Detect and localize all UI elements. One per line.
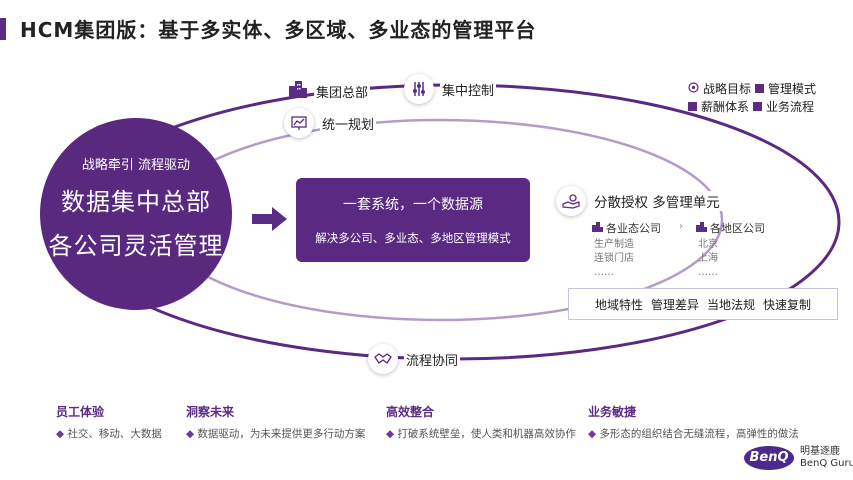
core-line2: 各公司灵活管理 [48,232,224,260]
feature-item: 快速复制 [763,297,812,312]
node-decentral-label: 分散授权 多管理单元 [592,191,722,211]
bottom-item-4: 业务敏捷 ◆ 多形态的组织结合无缝流程，高弹性的做法 [588,403,799,441]
node-decentral: 分散授权 多管理单元 [556,186,722,216]
legend-mgmt-mode: 管理模式 [768,82,817,96]
node-control: 集中控制 [404,74,497,104]
title-accent-bar [0,18,6,40]
biz-list: 生产制造 连锁门店 …… [594,238,634,280]
page-title: HCM集团版：基于多实体、多区域、多业态的管理平台 [20,18,537,42]
center-box: 一套系统，一个数据源 解决多公司、多业态、多地区管理模式 [296,178,530,262]
company-biz: 各业态公司 [592,220,661,236]
bottom-item-title: 业务敏捷 [588,405,637,419]
legend-row-1: 战略目标 管理模式 [688,80,816,97]
bottom-item-title: 高效整合 [386,405,435,419]
legend-row-2: 薪酬体系 业务流程 [688,98,814,115]
building-icon [288,80,308,102]
bottom-item-desc: 数据驱动，为未来提供更多行动方案 [197,428,366,440]
logo-cn: 明基逐鹿 [800,446,840,457]
center-box-desc: 解决多公司、多业态、多地区管理模式 [315,231,511,245]
bottom-item-desc: 社交、移动、大数据 [67,428,162,440]
legend-biz-flow: 业务流程 [766,100,815,114]
center-box-title: 一套系统，一个数据源 [343,197,483,213]
chevron-right-icon: › [679,221,683,232]
briefcase-icon [753,102,763,111]
wallet-icon [688,102,697,111]
grid-icon [755,84,765,93]
list-item: 生产制造 [594,239,634,250]
company-region: 各地区公司 [696,220,765,236]
diamond-icon: ◆ [186,428,198,440]
benq-logo-mark: BenQ [744,446,794,470]
logo-en: BenQ Guru [800,458,853,469]
node-hq: 集团总部 [288,80,371,102]
list-item: 上海 [698,253,718,264]
core-line1: 数据集中总部 [61,188,211,216]
list-item: …… [594,267,614,278]
company-biz-label: 各业态公司 [606,222,661,235]
node-control-label: 集中控制 [440,79,497,99]
diamond-icon: ◆ [56,428,68,440]
building-small-icon [592,221,603,235]
node-flow: 流程协同 [368,344,461,374]
sliders-icon [404,74,434,104]
bottom-item-3: 高效整合 ◆ 打破系统壁垒，使人类和机器高效协作 [386,403,576,441]
core-circle: 战略牵引 流程驱动 数据集中总部 各公司灵活管理 [40,118,232,310]
core-subtitle: 战略牵引 流程驱动 [81,158,191,173]
diamond-icon: ◆ [588,428,600,440]
features-box: 地域特性 管理差异 当地法规 快速复制 [568,288,838,320]
list-item: 连锁门店 [594,253,634,264]
node-flow-label: 流程协同 [404,349,461,369]
diamond-icon: ◆ [386,428,398,440]
legend-salary: 薪酬体系 [701,100,750,114]
node-planning-label: 统一规划 [320,113,377,133]
node-hq-label: 集团总部 [314,81,371,101]
feature-item: 管理差异 [650,297,699,312]
handshake-icon [368,344,398,374]
right-arrow-icon [252,206,288,236]
feature-item: 当地法规 [707,297,756,312]
hand-coin-icon [556,186,586,216]
list-item: 北京 [698,239,718,250]
bottom-item-title: 洞察未来 [186,405,235,419]
node-planning: 统一规划 [284,108,377,138]
feature-item: 地域特性 [594,297,643,312]
company-region-label: 各地区公司 [710,222,765,235]
building-small-icon [696,221,707,235]
bottom-item-2: 洞察未来 ◆ 数据驱动，为未来提供更多行动方案 [186,403,365,441]
bottom-item-desc: 打破系统壁垒，使人类和机器高效协作 [397,428,576,440]
region-list: 北京 上海 …… [698,238,718,280]
target-icon [688,81,699,96]
bottom-item-desc: 多形态的组织结合无缝流程，高弹性的做法 [599,428,799,440]
legend-strategy: 战略目标 [703,82,752,96]
bottom-item-title: 员工体验 [56,405,105,419]
bottom-item-1: 员工体验 ◆ 社交、移动、大数据 [56,403,162,441]
list-item: …… [698,267,718,278]
benq-logo: BenQ 明基逐鹿 BenQ Guru [744,446,853,470]
presentation-chart-icon [284,108,314,138]
